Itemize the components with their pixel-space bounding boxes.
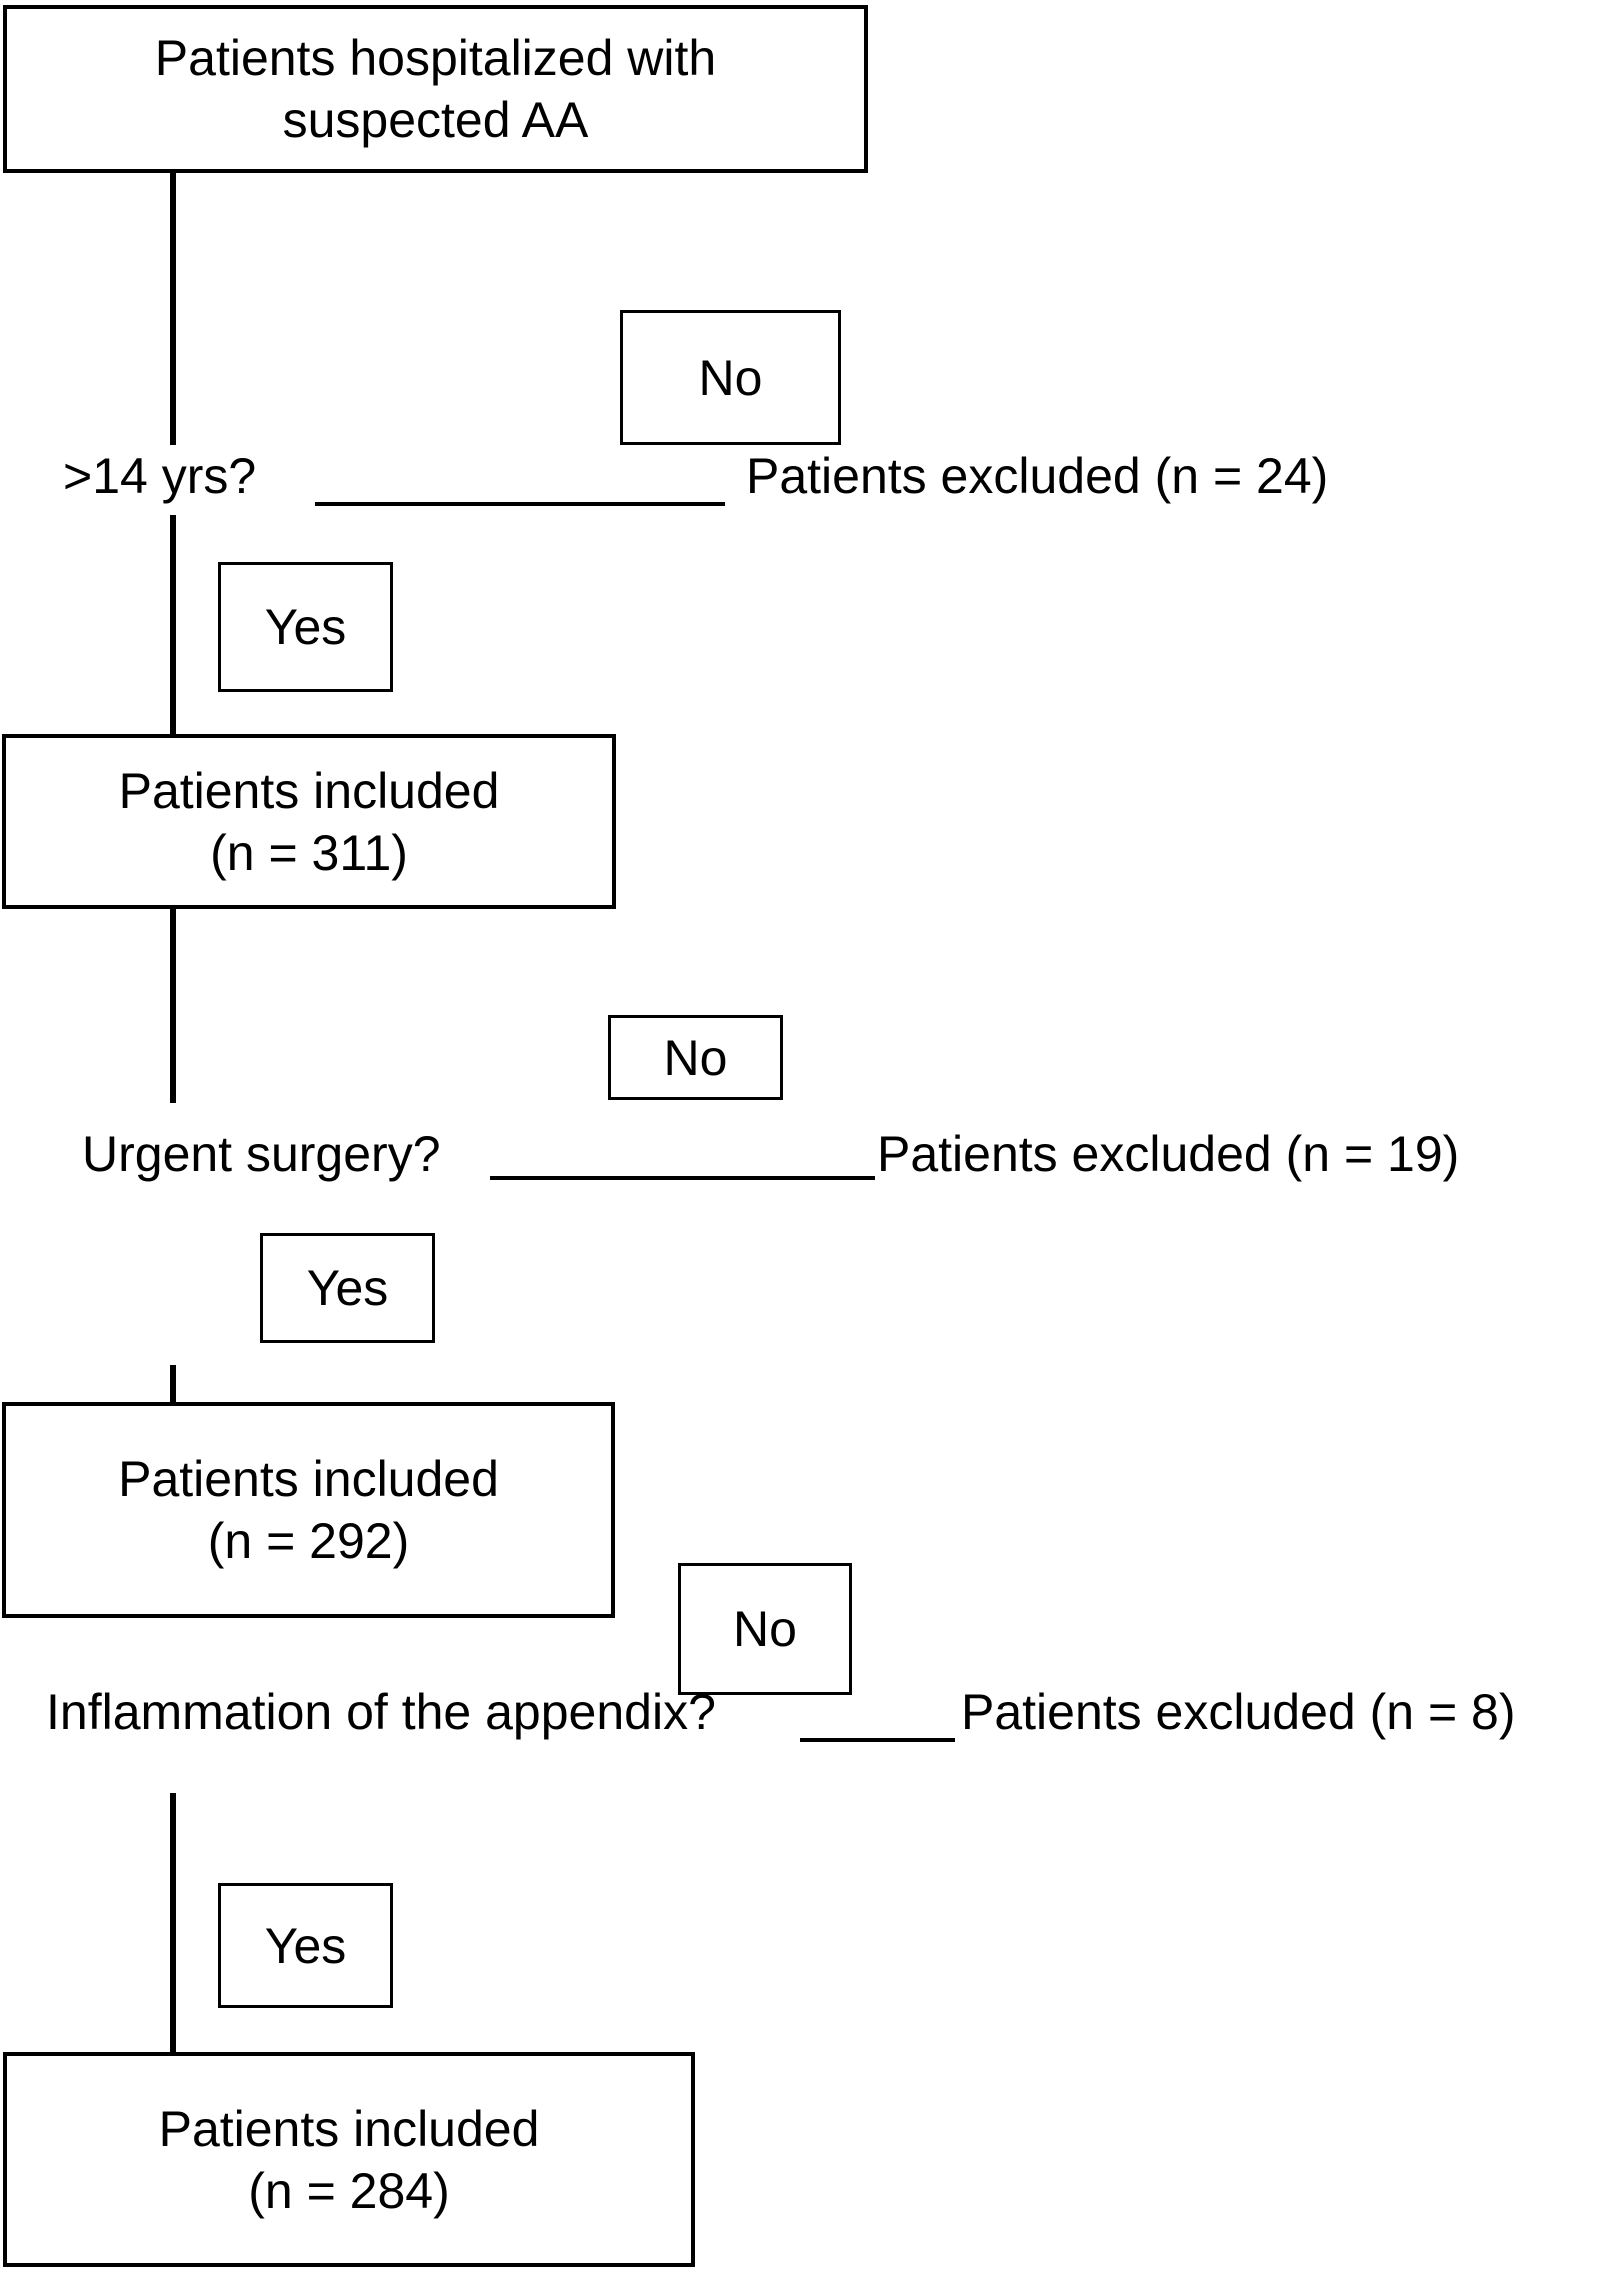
yes-box-2: Yes [260,1233,435,1343]
connector-start-to-q1 [170,173,176,445]
question-3: Inflammation of the appendix? [46,1684,716,1740]
underline-3 [800,1738,955,1742]
excluded-label-3: Patients excluded (n = 8) [961,1684,1516,1740]
no-label-3: No [733,1601,797,1657]
included-box-3: Patients included (n = 284) [3,2052,695,2267]
flow-start-box: Patients hospitalized with suspected AA [3,5,868,173]
connector-q3-to-included3 [170,1793,176,2052]
yes-label-2: Yes [306,1260,389,1316]
flow-start-line2: suspected AA [282,92,589,148]
no-label-1: No [698,349,763,406]
included-2-line2: (n = 292) [207,1513,410,1569]
underline-2 [490,1176,875,1180]
included-3-line2: (n = 284) [248,2162,450,2219]
question-2: Urgent surgery? [82,1126,441,1182]
yes-box-3: Yes [218,1883,393,2008]
excluded-label-1: Patients excluded (n = 24) [746,448,1329,504]
no-label-2: No [663,1029,728,1086]
included-1-line1: Patients included [118,762,500,819]
no-box-1: No [620,310,841,445]
underline-1 [315,502,725,506]
excluded-label-2: Patients excluded (n = 19) [877,1126,1460,1182]
included-box-1: Patients included (n = 311) [2,734,616,909]
yes-box-1: Yes [218,562,393,692]
connector-q1-to-included1 [170,515,176,734]
included-box-2: Patients included (n = 292) [2,1402,615,1618]
yes-label-1: Yes [264,599,347,655]
no-box-3: No [678,1563,852,1695]
included-1-line2: (n = 311) [210,824,408,881]
included-2-line1: Patients included [118,1451,499,1507]
flow-start-line1: Patients hospitalized with [154,30,717,86]
question-1: >14 yrs? [63,448,257,504]
no-box-2: No [608,1015,783,1100]
yes-label-3: Yes [264,1917,347,1974]
connector-included1-to-q2 [170,909,176,1103]
connector-q2-to-included2 [170,1365,176,1402]
included-3-line1: Patients included [158,2100,540,2157]
